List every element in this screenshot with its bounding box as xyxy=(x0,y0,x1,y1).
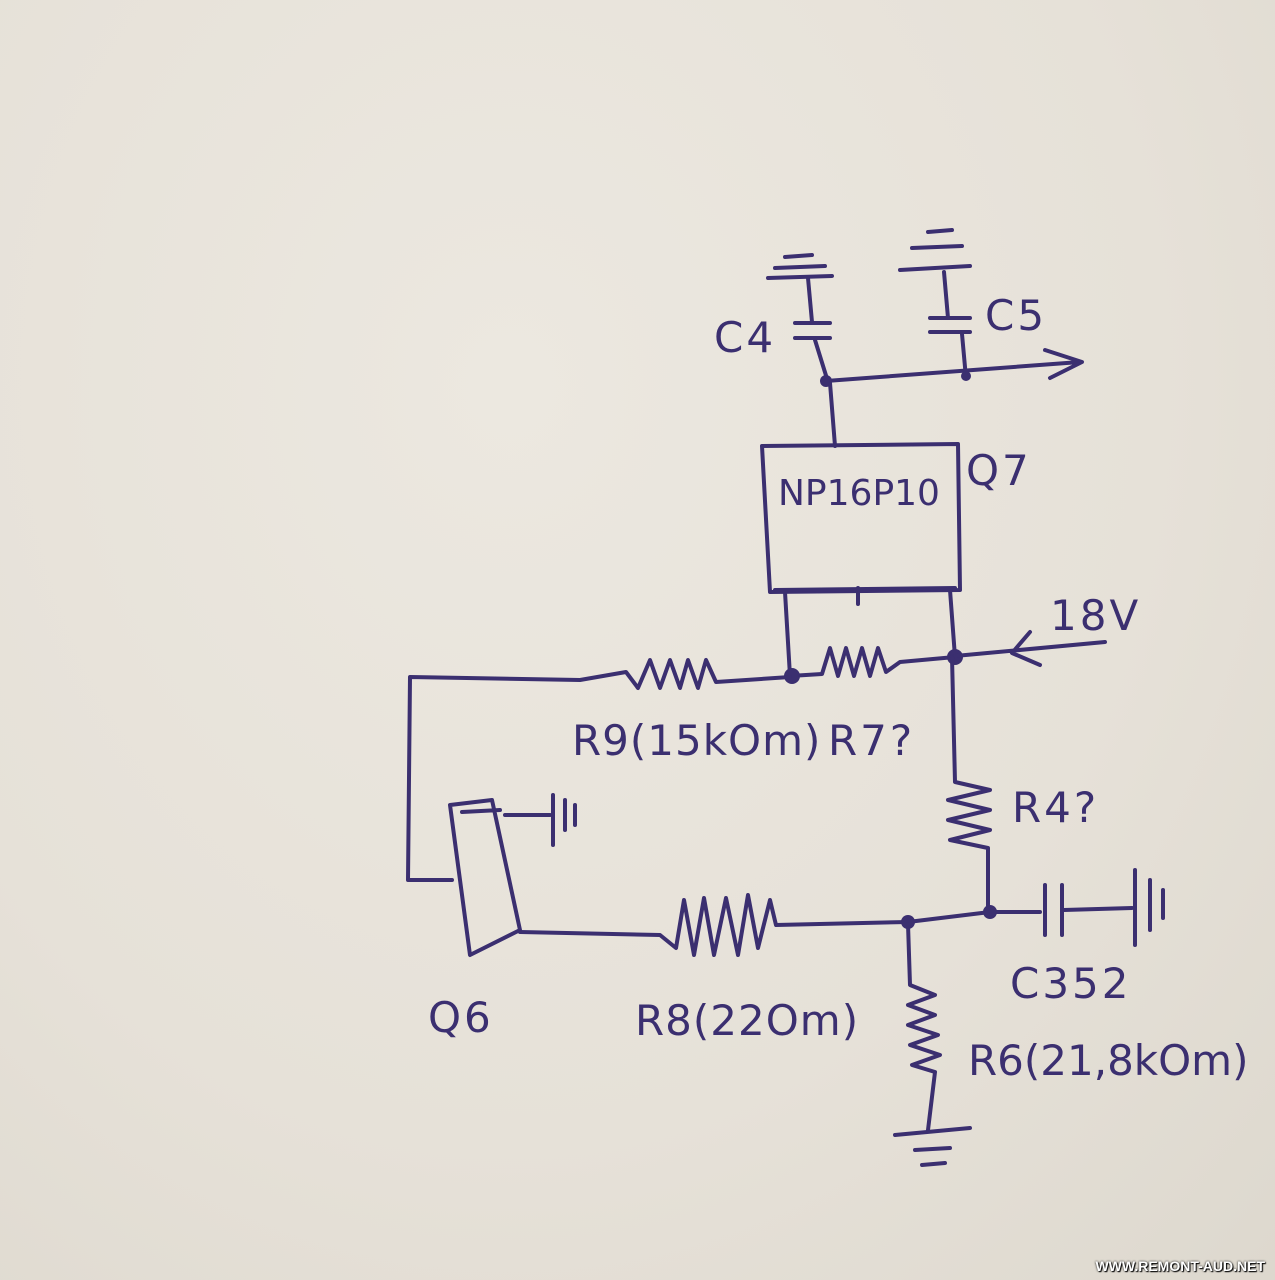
label-c4: C4 xyxy=(714,313,776,362)
label-q7: Q7 xyxy=(966,446,1032,495)
label-q6: Q6 xyxy=(428,993,494,1042)
resistor-r8 xyxy=(518,893,1042,957)
label-q7-part: NP16P10 xyxy=(778,473,940,514)
label-r4: R4? xyxy=(1012,783,1099,832)
ground-icon xyxy=(893,1126,972,1167)
resistor-r7 xyxy=(788,646,957,678)
watermark: WWW.REMONT-AUD.NET xyxy=(1095,1258,1265,1274)
q6-ground-icon xyxy=(503,793,577,847)
capacitor-c352 xyxy=(1043,868,1165,947)
output-arrow xyxy=(824,348,1084,383)
capacitor-c5 xyxy=(898,228,972,380)
label-r9: R9(15kOm) xyxy=(572,716,821,765)
label-r8: R8(22Om) xyxy=(635,996,859,1045)
supply-arrow xyxy=(953,630,1107,667)
q6-box xyxy=(448,798,522,957)
label-c352: C352 xyxy=(1010,959,1132,1008)
resistor-r6 xyxy=(906,922,942,1132)
label-r7: R7? xyxy=(828,716,915,765)
label-r6: R6(21,8kOm) xyxy=(968,1036,1249,1085)
label-c5: C5 xyxy=(985,291,1047,340)
q7-box xyxy=(760,442,962,594)
capacitor-c4 xyxy=(766,253,834,384)
resistor-r4 xyxy=(946,655,992,914)
label-supply: 18V xyxy=(1050,591,1141,640)
resistor-r9 xyxy=(406,658,792,882)
